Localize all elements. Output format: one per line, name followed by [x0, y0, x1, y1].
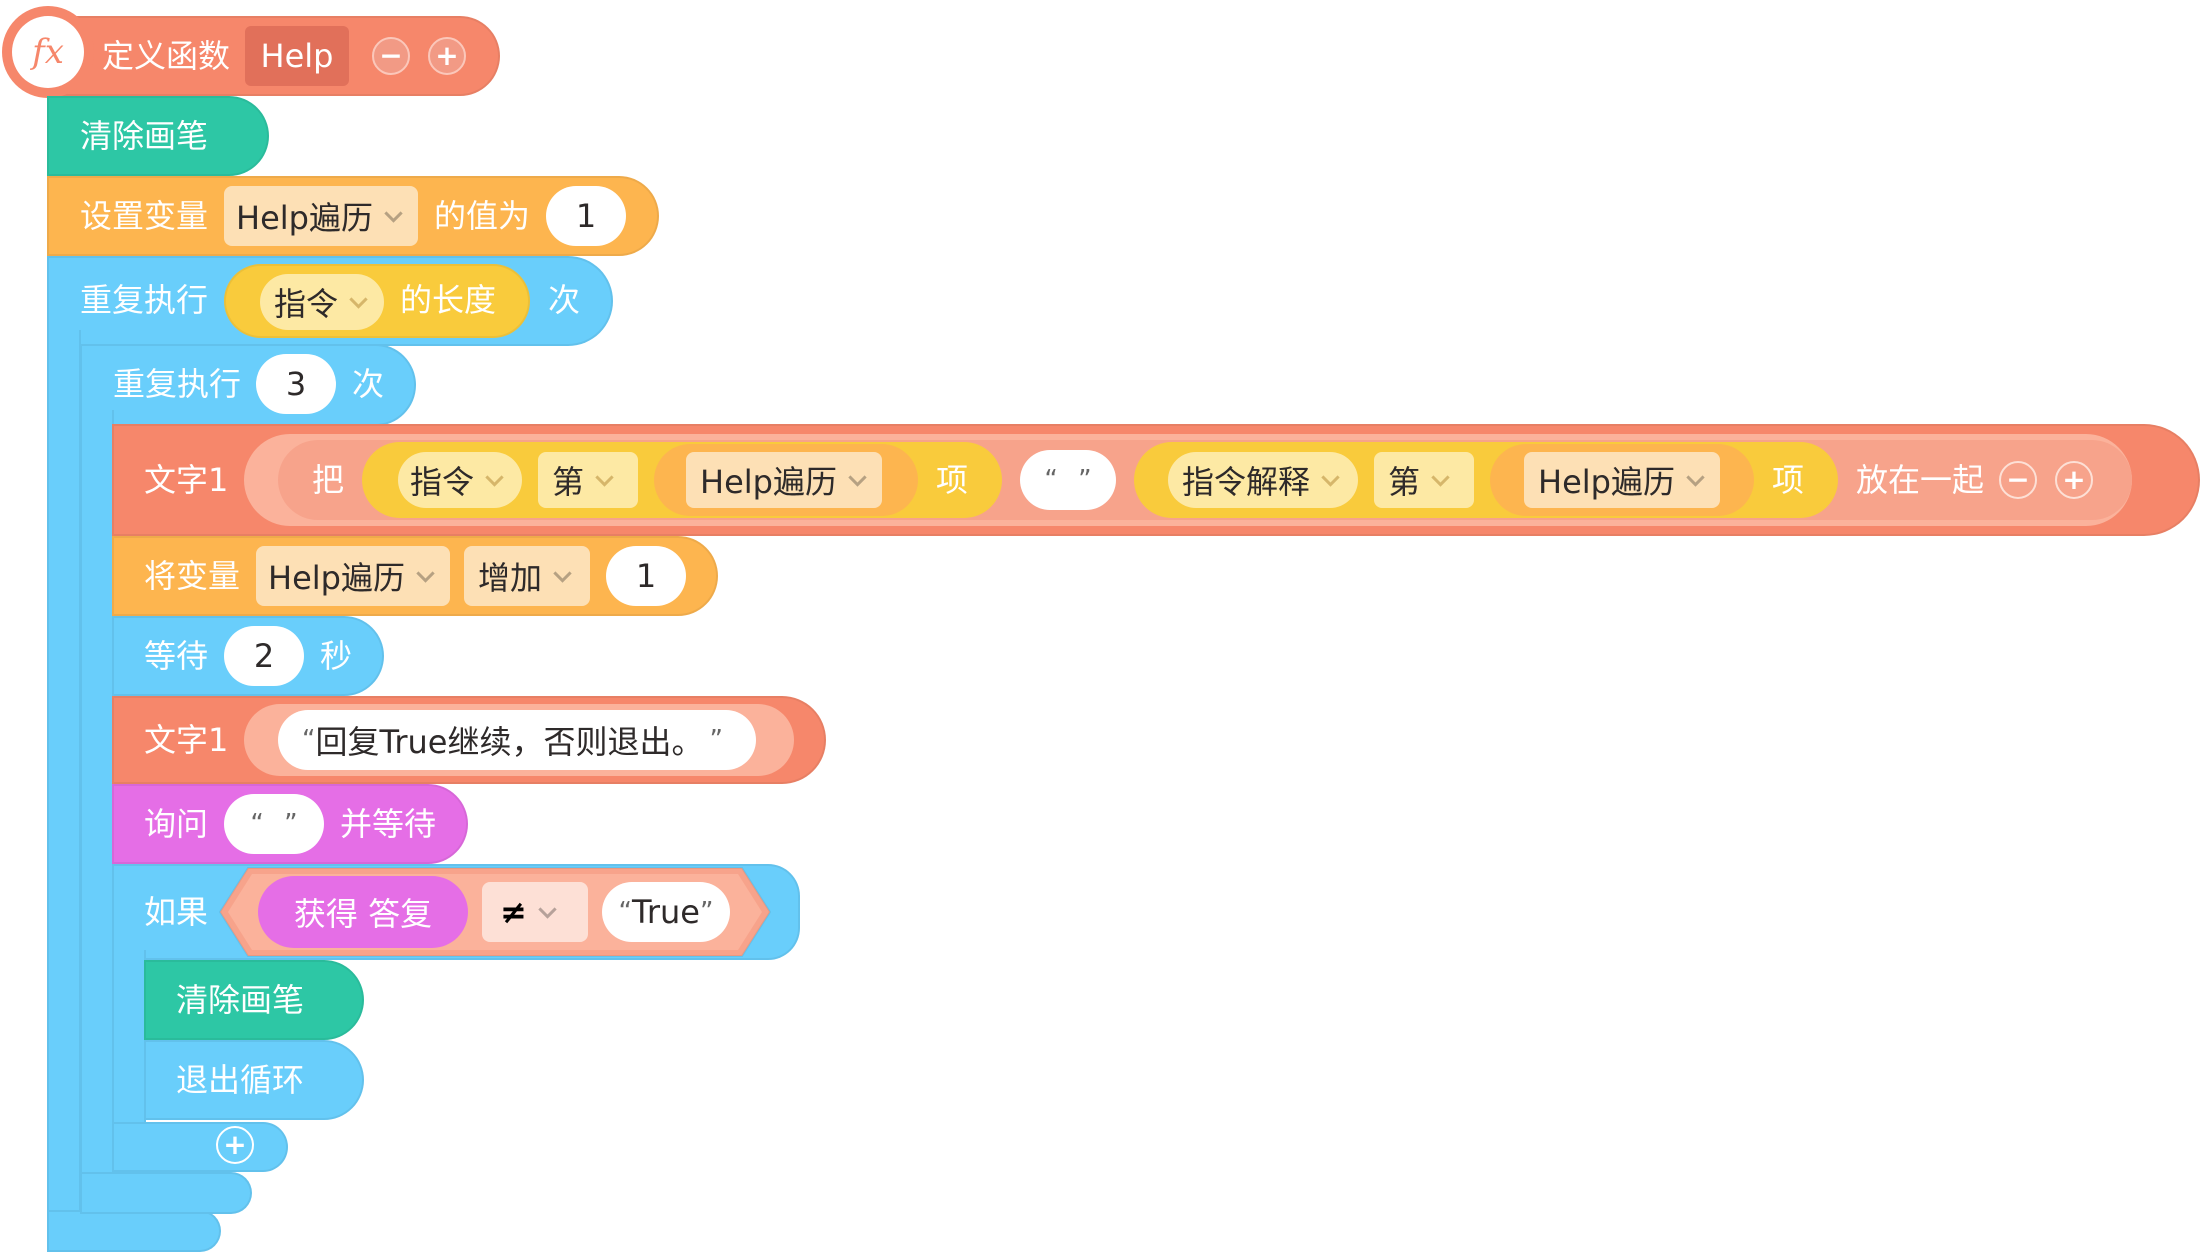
repeat-outer-label: 重复执行	[80, 281, 209, 319]
add-join-item-button[interactable]: +	[2055, 461, 2093, 499]
clear-pen-block[interactable]	[47, 96, 269, 176]
wait-label: 等待	[144, 637, 209, 675]
text-say-label: 文字1	[144, 721, 229, 759]
change-variable-value-input[interactable]: 1	[606, 546, 686, 606]
ask-label: 询问	[144, 805, 209, 843]
set-variable-dropdown[interactable]: Help遍历	[224, 186, 418, 246]
break-loop-block[interactable]	[144, 1040, 364, 1120]
remove-param-button[interactable]: −	[372, 37, 410, 75]
repeat-inner-times-label: 次	[352, 365, 385, 403]
chevron-down-icon	[1686, 467, 1705, 487]
change-op-dropdown[interactable]: 增加	[464, 546, 590, 606]
text-join-label: 文字1	[144, 461, 229, 499]
item2-label: 项	[1772, 461, 1805, 499]
item1-label: 项	[936, 461, 969, 499]
repeat-inner-block[interactable]	[80, 344, 416, 426]
remove-join-item-button[interactable]: −	[1999, 461, 2037, 499]
add-branch-button[interactable]: +	[216, 1126, 254, 1164]
get-answer-reporter[interactable]: 获得 答复	[258, 876, 468, 948]
chevron-down-icon	[416, 563, 435, 583]
break-loop-label: 退出循环	[176, 1061, 305, 1099]
function-icon: fx	[2, 6, 94, 98]
list-dropdown[interactable]: 指令	[260, 274, 384, 330]
change-variable-label: 将变量	[144, 557, 241, 595]
repeat-outer-arm	[47, 330, 81, 1252]
join-label: 把	[312, 461, 345, 499]
repeat-count-input[interactable]: 3	[256, 354, 336, 414]
clear-pen-label-2: 清除画笔	[176, 981, 305, 1019]
nth2-dropdown[interactable]: 第	[1374, 452, 1474, 508]
clear-pen-label: 清除画笔	[80, 117, 209, 155]
wait-seconds-input[interactable]: 2	[224, 626, 304, 686]
repeat-outer-foot	[47, 1210, 221, 1252]
index2-dropdown[interactable]: Help遍历	[1524, 452, 1720, 508]
join-together-label: 放在一起	[1856, 461, 1985, 499]
compare-value-input[interactable]: “True”	[602, 882, 730, 942]
list2-dropdown[interactable]: 指令解释	[1168, 452, 1358, 508]
function-name-field[interactable]: Help	[245, 26, 349, 86]
nth1-dropdown[interactable]: 第	[538, 452, 638, 508]
repeat-inner-arm	[80, 410, 114, 1214]
empty-string-input[interactable]: “ ”	[1020, 450, 1116, 510]
length-label: 的长度	[400, 281, 497, 319]
change-variable-dropdown[interactable]: Help遍历	[256, 546, 450, 606]
chevron-down-icon	[538, 899, 557, 919]
wait-unit-label: 秒	[320, 637, 353, 675]
define-label: 定义函数	[102, 37, 231, 75]
set-variable-label: 设置变量	[80, 197, 209, 235]
chevron-down-icon	[485, 467, 504, 487]
chevron-down-icon	[595, 467, 614, 487]
set-variable-value-input[interactable]: 1	[546, 186, 626, 246]
list1-dropdown[interactable]: 指令	[398, 452, 522, 508]
ask-question-input[interactable]: “ ”	[224, 794, 324, 854]
chevron-down-icon	[1431, 467, 1450, 487]
if-foot	[112, 1122, 288, 1172]
chevron-down-icon	[349, 289, 368, 309]
add-param-button[interactable]: +	[428, 37, 466, 75]
repeat-inner-foot	[80, 1172, 252, 1214]
chevron-down-icon	[848, 467, 867, 487]
repeat-outer-times-label: 次	[548, 281, 581, 319]
index1-dropdown[interactable]: Help遍历	[686, 452, 882, 508]
chevron-down-icon	[384, 203, 403, 223]
set-variable-to-label: 的值为	[434, 197, 531, 235]
if-label: 如果	[144, 893, 209, 931]
text-say-message-input[interactable]: “回复True继续，否则退出。”	[278, 710, 756, 770]
repeat-inner-label: 重复执行	[113, 365, 242, 403]
clear-pen-block-2[interactable]	[144, 960, 364, 1040]
operator-dropdown[interactable]: ≠	[482, 882, 588, 942]
chevron-down-icon	[553, 563, 572, 583]
chevron-down-icon	[1321, 467, 1340, 487]
ask-suffix-label: 并等待	[340, 805, 437, 843]
